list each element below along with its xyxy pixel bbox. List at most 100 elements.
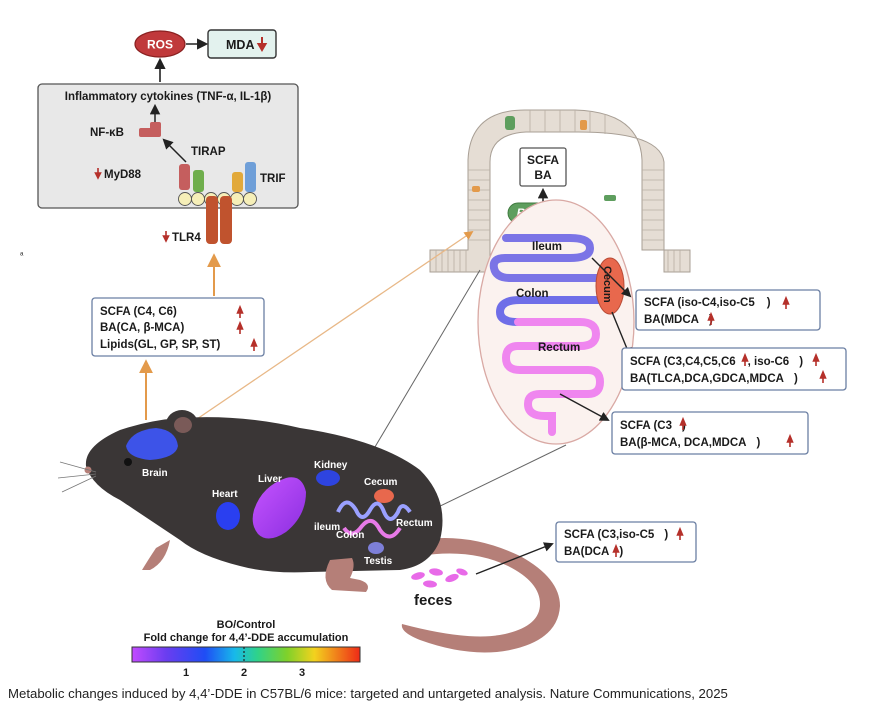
- up-arrow-icon: [679, 416, 687, 430]
- nfkb-shape: [139, 128, 161, 137]
- tlr4-shape-right: [220, 196, 232, 244]
- up-arrow-icon: [819, 369, 827, 383]
- up-arrow-icon: [236, 304, 244, 318]
- zoom-line: [371, 269, 481, 453]
- gut-ba-label: BA: [534, 168, 552, 182]
- mouse-tail: [401, 538, 560, 653]
- tlr4-down-arrow-icon: [162, 231, 170, 243]
- cytokines-label: Inflammatory cytokines (TNF-α, IL-1β): [65, 91, 272, 103]
- gut-rectum-label: Rectum: [538, 342, 580, 354]
- up-arrow-icon: [250, 337, 258, 351]
- colon-line2: BA(TLCA,DCA,GDCA,MDCA): [630, 373, 798, 385]
- kidney-organ: [316, 470, 340, 486]
- stray-mark: ₐ: [20, 247, 24, 257]
- mouse-ear-inner: [174, 417, 192, 433]
- trif-shape-orange: [232, 172, 243, 192]
- myd88-label: MyD88: [104, 169, 142, 181]
- gut-scfa-label: SCFA: [527, 153, 559, 167]
- pathway-panel: ROS MDA Inflammatory cytokines (TNF-α, I…: [37, 29, 299, 296]
- trif-shape-blue: [245, 162, 256, 192]
- mouse-colon-label: Colon: [336, 530, 364, 541]
- cecum-result-box: SCFA (iso-C4,iso-C5) BA(MDCA): [635, 289, 821, 331]
- legend-tick-2: 2: [241, 667, 247, 679]
- brain-organ: [126, 428, 178, 460]
- up-arrow-icon: [236, 320, 244, 334]
- ros-label: ROS: [147, 38, 173, 52]
- feces-label: feces: [414, 592, 452, 609]
- mouse-heart-label: Heart: [212, 489, 238, 500]
- zoom-line-orange: [171, 230, 474, 437]
- mouse-whiskers: [57, 461, 97, 493]
- ileum-to-cecum-box-arrow: [591, 257, 632, 298]
- nfkb-shape-top: [150, 122, 161, 130]
- scfa-ba-box: [519, 147, 567, 187]
- up-arrow-icon: [676, 526, 684, 540]
- microbe-icon: [505, 116, 515, 130]
- mouse-brain-label: Brain: [142, 468, 168, 479]
- mouse-eye: [124, 458, 132, 466]
- feces-pellets: [411, 568, 468, 588]
- microbe-icon: [580, 120, 587, 130]
- rectum-tube: [501, 318, 605, 436]
- feces-line1: SCFA (C3,iso-C5): [564, 529, 668, 541]
- tirap-label: TIRAP: [191, 146, 226, 158]
- testis-organ: [368, 542, 384, 554]
- figure-caption: Metabolic changes induced by 4,4’-DDE in…: [8, 686, 728, 701]
- legend-colorbar: [131, 646, 361, 663]
- tirap-shape: [193, 170, 204, 192]
- tlr4-label: TLR4: [172, 232, 201, 244]
- gut-zoom: Cecum Ileum Colon Rectum: [477, 199, 635, 445]
- heart-organ: [216, 502, 240, 530]
- gut-ileum-label: Ileum: [532, 241, 562, 253]
- mouse-illustration: Brain Heart Liver Kidney Cecum ileum Col…: [57, 410, 560, 653]
- ros-node: [134, 30, 186, 58]
- rectum-to-rectum-box-arrow: [559, 393, 610, 421]
- up-arrow-icon: [707, 311, 715, 325]
- gut-cecum-label: Cecum: [601, 266, 613, 303]
- brain-box-line1: SCFA (C4, C6): [100, 306, 177, 318]
- mouse-testis-label: Testis: [364, 556, 393, 567]
- brain-box-line2: BA(CA, β-MCA): [100, 322, 184, 334]
- mouse-gut-loops-pink: [342, 518, 402, 539]
- feces-to-box-arrow: [475, 542, 554, 575]
- myd88-shape: [179, 164, 190, 190]
- legend-title-2: Fold change for 4,4’-DDE accumulation: [144, 632, 349, 644]
- mouse-ileum-label: ileum: [314, 522, 340, 533]
- cecum-line1: SCFA (iso-C4,iso-C5): [644, 297, 771, 309]
- colon-tube: [495, 296, 604, 326]
- legend-title-1: BO/Control: [217, 619, 276, 631]
- nfkb-label: NF-κB: [90, 127, 124, 139]
- colon-result-box: SCFA (C3,C4,C5,C6, iso-C6) BA(TLCA,DCA,G…: [621, 347, 847, 391]
- microbe-icon: [472, 186, 480, 192]
- feces-line2: BA(DCA): [564, 546, 623, 558]
- up-arrow-icon: [782, 295, 790, 309]
- ileum-tube: [489, 234, 604, 282]
- mda-down-arrow-icon: [256, 37, 268, 52]
- epithelium-cells: [435, 110, 681, 272]
- mouse-kidney-label: Kidney: [314, 460, 348, 471]
- mda-box: [207, 29, 277, 59]
- mouse-front-leg: [142, 540, 170, 570]
- mouse-back-leg: [325, 558, 368, 592]
- feces-result-box: SCFA (C3,iso-C5) BA(DCA): [555, 521, 697, 563]
- colon-line1: SCFA (C3,C4,C5,C6, iso-C6): [630, 356, 803, 368]
- microbe-icon: [604, 195, 616, 201]
- up-arrow-icon: [786, 433, 794, 447]
- mouse-cecum-organ: [374, 489, 394, 503]
- rectum-line1: SCFA (C3): [620, 420, 686, 432]
- mouse-rectum-label: Rectum: [396, 518, 433, 529]
- adaptor-to-nfkb-arrow: [162, 138, 187, 163]
- cecum-shape: [595, 257, 625, 315]
- mda-label: MDA: [226, 38, 254, 52]
- gut-colon-label: Colon: [516, 288, 549, 300]
- rectum-line2: BA(β-MCA, DCA,MDCA): [620, 437, 760, 449]
- up-arrow-icon: [741, 352, 749, 366]
- myd88-down-arrow-icon: [94, 168, 102, 180]
- mouse-cecum-label: Cecum: [364, 477, 397, 488]
- tlr4-shape-left: [206, 196, 218, 244]
- mouse-gut-loops: [336, 500, 412, 521]
- legend-tick-1: 1: [183, 667, 189, 679]
- up-arrow-icon: [812, 352, 820, 366]
- brain-result-box: SCFA (C4, C6) BA(CA, β-MCA) Lipids(GL, G…: [91, 297, 265, 357]
